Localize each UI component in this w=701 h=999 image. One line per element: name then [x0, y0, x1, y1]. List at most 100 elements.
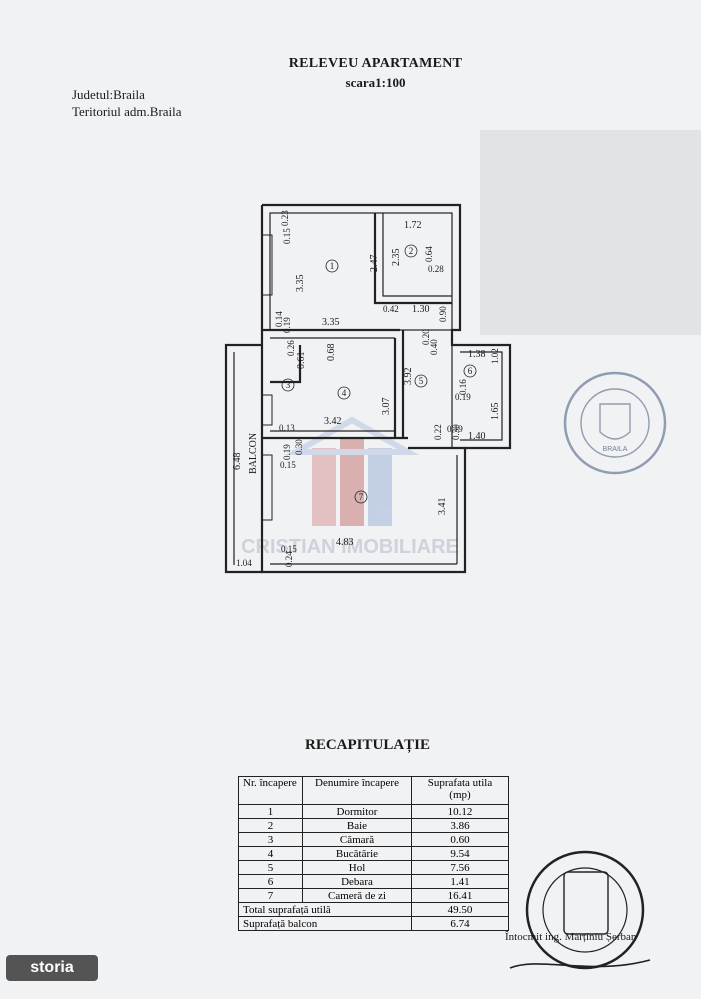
room-numbers: 1 2 3 4 5 6 7	[281, 244, 477, 504]
dim-label: 6.48	[232, 453, 243, 471]
column-header: Suprafata utila (mp)	[411, 776, 509, 805]
dim-label: 3.92	[403, 368, 414, 386]
dim-label: 0.30	[294, 439, 304, 455]
dim-label: 3.07	[381, 398, 392, 416]
room-area: 16.41	[411, 888, 509, 903]
dim-label: 0.15	[280, 460, 296, 470]
room-area: 10.12	[411, 804, 509, 819]
dim-label: 0.40	[429, 339, 439, 355]
scan-shadow	[480, 130, 701, 335]
room-number: 4	[342, 388, 347, 398]
balcony-label: BALCON	[248, 433, 259, 474]
county-label: Judetul:Braila	[72, 87, 145, 102]
scale-label: scara1:100	[345, 75, 406, 90]
dim-label: 0.19	[282, 317, 292, 333]
dim-label: 0.64	[424, 246, 434, 262]
room-name: Cămară	[302, 832, 412, 847]
room-number: 7	[359, 492, 364, 502]
room-number: 3	[286, 380, 291, 390]
room-name: Baie	[302, 818, 412, 833]
dim-label: 0.23	[280, 210, 290, 226]
dim-label: 1.30	[412, 304, 430, 315]
total-label: Total suprafață utilă	[238, 902, 412, 917]
balcony-area-value: 6.74	[411, 916, 509, 931]
room-number: 6	[468, 366, 473, 376]
room-nr: 4	[238, 846, 303, 861]
dim-label: 0.15	[281, 544, 297, 554]
dim-label: 0.42	[383, 304, 399, 314]
storia-logo: storia	[6, 955, 98, 981]
floor-plan: CRISTIAN IMOBILIARE	[224, 203, 667, 574]
dim-label: 1.40	[468, 431, 486, 442]
recap-title: RECAPITULAȚIE	[304, 737, 431, 753]
dim-label: 3.35	[295, 275, 306, 293]
balcony-area-label: Suprafață balcon	[238, 916, 412, 931]
room-number: 5	[419, 376, 424, 386]
total-value: 49.50	[411, 902, 509, 917]
dim-label: 0.14	[274, 311, 284, 327]
dim-label: 0.16	[458, 379, 468, 395]
dim-label: 2.35	[391, 249, 402, 267]
dim-label: 0.26	[286, 340, 296, 356]
windows	[261, 234, 273, 521]
room-marker	[404, 244, 418, 258]
room-nr: 3	[238, 832, 303, 847]
room-nr: 1	[238, 804, 303, 819]
dim-label: 1.04	[236, 558, 252, 568]
recap-table: Nr. încapere Denumire încapere Suprafata…	[238, 776, 509, 931]
room-area: 0.60	[411, 832, 509, 847]
room-nr: 7	[238, 888, 303, 903]
room-nr: 5	[238, 860, 303, 875]
dim-label: 0.24	[284, 551, 294, 567]
room-marker	[281, 378, 295, 392]
watermark-logo	[284, 416, 420, 526]
cadastre-stamp: BRAILA	[563, 371, 667, 475]
dim-label: 0.90	[438, 306, 448, 322]
document-title: RELEVEU APARTAMENT	[288, 56, 463, 71]
room-marker	[325, 259, 339, 273]
dim-label: 0.13	[279, 423, 295, 433]
dim-label: 0.22	[433, 424, 443, 440]
coat-of-arms-icon	[599, 403, 631, 440]
dim-label: 3.35	[322, 317, 340, 328]
room-area: 1.41	[411, 874, 509, 889]
authorization-stamp	[509, 850, 651, 970]
dim-label: 1.72	[404, 220, 422, 231]
dimension-labels: 0.23 0.15 3.35 2.47 1.72 2.35 0.64 0.28 …	[232, 210, 501, 568]
dim-label: 0.30	[451, 424, 461, 440]
room-marker	[354, 490, 368, 504]
room-marker	[463, 364, 477, 378]
dim-label: 0.20	[421, 329, 431, 345]
dim-label: 4.83	[336, 537, 354, 548]
room-number: 2	[409, 246, 414, 256]
author-line: Întocmit ing. Marținiu Șerban	[505, 931, 637, 943]
territory-label: Teritoriul adm.Braila	[72, 104, 182, 119]
watermark-text: CRISTIAN IMOBILIARE	[241, 536, 459, 558]
room-name: Dormitor	[302, 804, 412, 819]
dim-label: 1.65	[490, 403, 501, 421]
room-area: 9.54	[411, 846, 509, 861]
column-header: Nr. încapere	[238, 776, 303, 805]
room-area: 3.86	[411, 818, 509, 833]
walls	[224, 203, 512, 574]
dim-label: 0.19	[447, 424, 463, 434]
room-area: 7.56	[411, 860, 509, 875]
table-header-row: Nr. încapere Denumire încapere Suprafata…	[238, 776, 509, 805]
dim-label: 3.42	[324, 416, 342, 427]
room-nr: 2	[238, 818, 303, 833]
room-number: 1	[330, 261, 335, 271]
dim-label: 0.68	[326, 344, 337, 362]
dim-label: 2.47	[369, 255, 380, 273]
room-name: Bucătărie	[302, 846, 412, 861]
room-name: Cameră de zi	[302, 888, 412, 903]
